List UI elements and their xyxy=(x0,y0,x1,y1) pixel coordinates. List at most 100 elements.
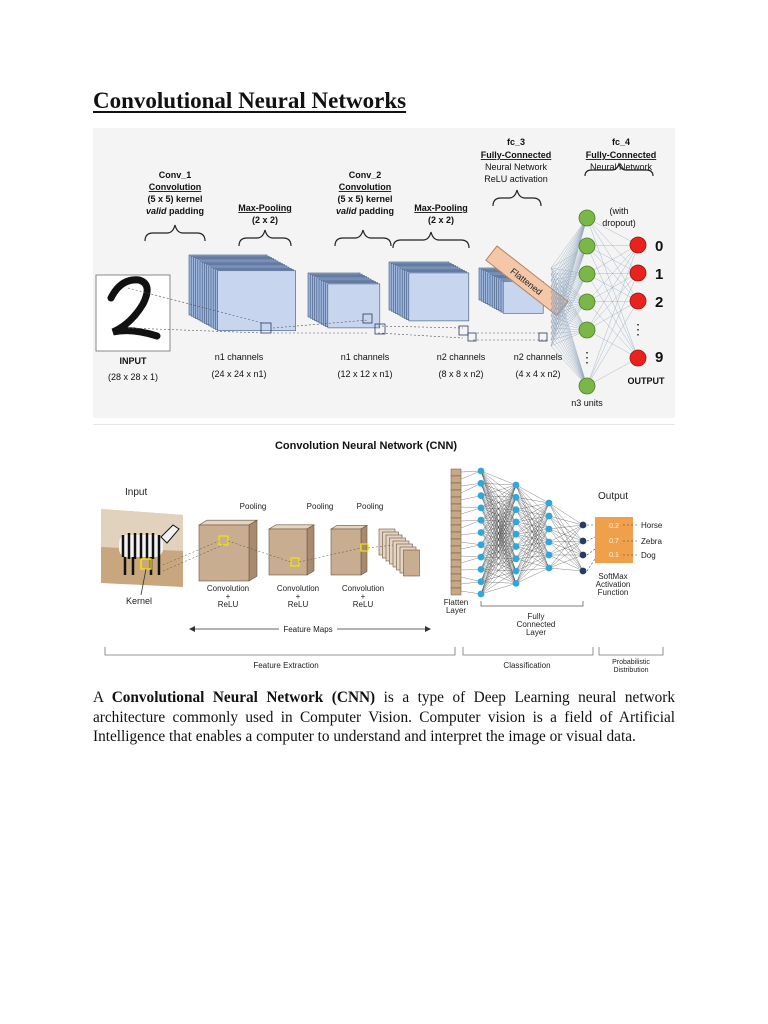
fc4-dropout-1: (with xyxy=(609,206,628,216)
flatten-cell xyxy=(451,567,461,574)
stage1-channels: n1 channels xyxy=(215,352,264,362)
fc-network xyxy=(461,468,595,606)
flatten-cell xyxy=(451,560,461,567)
fc-node xyxy=(513,568,520,575)
stack-pool1 xyxy=(308,273,380,328)
conv1-type: Convolution xyxy=(149,182,202,192)
flatten-cell xyxy=(451,518,461,525)
fc-node xyxy=(546,539,553,546)
flatten-cell xyxy=(451,574,461,581)
page-title: Convolutional Neural Networks xyxy=(93,88,406,114)
output-digit-0: 0 xyxy=(655,238,663,255)
input-label: Input xyxy=(125,487,147,498)
conv2-kernel: (5 x 5) kernel xyxy=(337,194,392,204)
flatten-layer xyxy=(451,469,461,595)
prob-horse: 0.2 xyxy=(609,523,619,530)
fc-node xyxy=(513,482,520,489)
conv-relu-3: ReLU xyxy=(353,600,374,609)
flatten-cell xyxy=(451,539,461,546)
output-node xyxy=(630,237,646,253)
conv-block-3 xyxy=(331,525,367,575)
prob-zebra: 0.7 xyxy=(609,538,619,545)
fc-node xyxy=(478,480,485,487)
fc-node xyxy=(478,529,485,536)
cnn-term: Convolutional Neural Network (CNN) xyxy=(112,689,375,706)
flatten-cell xyxy=(451,546,461,553)
stage4-dims: (4 x 4 x n2) xyxy=(515,369,560,379)
pool2-name: Max-Pooling xyxy=(414,203,468,213)
pool1-name: Max-Pooling xyxy=(238,203,292,213)
input-label: INPUT xyxy=(120,356,148,366)
softmax-label-3: Function xyxy=(598,588,629,597)
hidden-unit-node xyxy=(579,238,595,254)
stack-conv2 xyxy=(389,262,469,321)
output-digit-1: 1 xyxy=(655,266,663,283)
output-label: OUTPUT xyxy=(628,376,666,386)
fc-node xyxy=(478,541,485,548)
conv2-padding: valid padding xyxy=(336,206,394,216)
flatten-cell xyxy=(451,497,461,504)
output-neuron xyxy=(580,552,587,559)
flatten-cell xyxy=(451,469,461,476)
n3-units-label: n3 units xyxy=(571,398,603,408)
conv2-name: Conv_2 xyxy=(349,170,382,180)
output-node xyxy=(630,265,646,281)
fc4-dropout-2: dropout) xyxy=(602,218,636,228)
hidden-unit-node xyxy=(579,210,595,226)
pooling-label-3: Pooling xyxy=(357,502,384,511)
feature-maps-arrow: Feature Maps xyxy=(189,623,431,635)
fc4-type: Fully-Connected xyxy=(586,150,657,160)
flatten-label-2: Layer xyxy=(446,606,466,615)
section-classification: Classification xyxy=(503,661,550,670)
pooling-label-2: Pooling xyxy=(307,502,334,511)
fc3-type: Fully-Connected xyxy=(481,150,552,160)
section-prob-2: Distribution xyxy=(613,667,648,674)
section-brackets xyxy=(105,647,663,655)
fc-node xyxy=(478,591,485,598)
hidden-unit-node xyxy=(579,294,595,310)
conv-blocks xyxy=(163,520,420,581)
hidden-unit-node xyxy=(579,266,595,282)
ellipsis-glyph: ⋮ xyxy=(580,349,594,365)
fc-node xyxy=(546,500,553,507)
prob-dog: 0.1 xyxy=(609,552,619,559)
fc-node xyxy=(478,554,485,561)
flatten-cell xyxy=(451,553,461,560)
body-paragraph: A Convolutional Neural Network (CNN) is … xyxy=(93,688,675,747)
pool1-size: (2 x 2) xyxy=(252,215,278,225)
fc3-line2: ReLU activation xyxy=(484,174,548,184)
pool2-size: (2 x 2) xyxy=(428,215,454,225)
stage3-channels: n2 channels xyxy=(437,352,486,362)
figure2-title: Convolution Neural Network (CNN) xyxy=(275,440,457,452)
fc-node xyxy=(478,492,485,499)
output-neuron xyxy=(580,568,587,575)
flatten-cell xyxy=(451,504,461,511)
flatten-cell xyxy=(451,490,461,497)
fc-node xyxy=(478,578,485,585)
section-prob-1: Probabilistic xyxy=(612,659,650,666)
stage2-channels: n1 channels xyxy=(341,352,390,362)
fc-node xyxy=(513,555,520,562)
fc-node xyxy=(478,505,485,512)
feature-maps-label: Feature Maps xyxy=(283,625,332,634)
flatten-cell xyxy=(451,483,461,490)
fc-node xyxy=(513,531,520,538)
stage1-dims: (24 x 24 x n1) xyxy=(211,369,266,379)
flatten-cell xyxy=(451,588,461,595)
flatten-cell xyxy=(451,476,461,483)
pooling-label-1: Pooling xyxy=(240,502,267,511)
fc-node xyxy=(546,526,553,533)
fc-node xyxy=(546,565,553,572)
fc-label-3: Layer xyxy=(526,628,546,637)
flatten-cell xyxy=(451,532,461,539)
fc-node xyxy=(546,513,553,520)
fc3-line1: Neural Network xyxy=(485,162,548,172)
feature-map-stacks xyxy=(189,255,547,341)
class-zebra: Zebra xyxy=(641,537,662,546)
output-label: Output xyxy=(598,491,628,502)
output-neuron xyxy=(580,522,587,529)
fc-node xyxy=(513,494,520,501)
kernel-window xyxy=(459,326,468,335)
output-digit-9: 9 xyxy=(655,349,663,366)
input-dims: (28 x 28 x 1) xyxy=(108,372,158,382)
